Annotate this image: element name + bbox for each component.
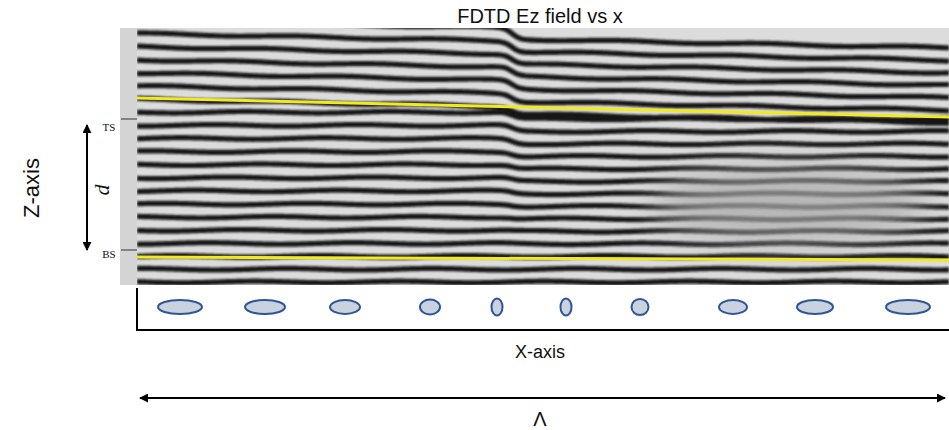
field-map bbox=[137, 28, 949, 285]
field-ground bbox=[137, 28, 949, 285]
wavefront-stripe bbox=[137, 98, 949, 123]
top-surface-line bbox=[137, 98, 949, 117]
wavefronts bbox=[137, 28, 949, 285]
pillar bbox=[492, 299, 503, 316]
pillar bbox=[886, 300, 930, 314]
pillar bbox=[719, 300, 747, 314]
surface-label: TS bbox=[103, 122, 116, 133]
period-symbol: Λ bbox=[533, 409, 546, 429]
metasurface-elements bbox=[158, 299, 930, 316]
figure-title: FDTD Ez field vs x bbox=[457, 6, 623, 26]
wavefront-stripe bbox=[137, 281, 949, 283]
pillar bbox=[330, 300, 360, 314]
field-fade bbox=[650, 167, 930, 243]
bs-tick bbox=[121, 250, 137, 251]
wavefront-stripe bbox=[137, 138, 949, 145]
field-margin bbox=[120, 28, 137, 285]
wavefront-stripe bbox=[137, 125, 949, 133]
thickness-symbol: d bbox=[91, 185, 113, 196]
wavefront-stripe bbox=[137, 73, 949, 97]
thickness-arrow bbox=[86, 125, 88, 250]
wavefront-stripe bbox=[137, 60, 949, 85]
pillar bbox=[245, 300, 285, 314]
wavefront-stripe bbox=[137, 243, 949, 245]
bottom-surface-line bbox=[137, 257, 949, 260]
wavefront-stripe bbox=[137, 268, 949, 270]
metasurface-substrate bbox=[137, 288, 949, 330]
pillar bbox=[158, 300, 202, 314]
axis-label: Z-axis bbox=[21, 158, 43, 218]
pillar bbox=[561, 299, 572, 316]
pillar bbox=[797, 300, 833, 314]
axis-label: X-axis bbox=[515, 343, 565, 361]
pillar bbox=[420, 300, 440, 315]
ts-tick bbox=[121, 119, 137, 120]
surface-label: BS bbox=[102, 249, 115, 260]
wavefront-stripe bbox=[137, 151, 949, 157]
pillar bbox=[632, 299, 649, 315]
period-arrow bbox=[140, 397, 945, 399]
